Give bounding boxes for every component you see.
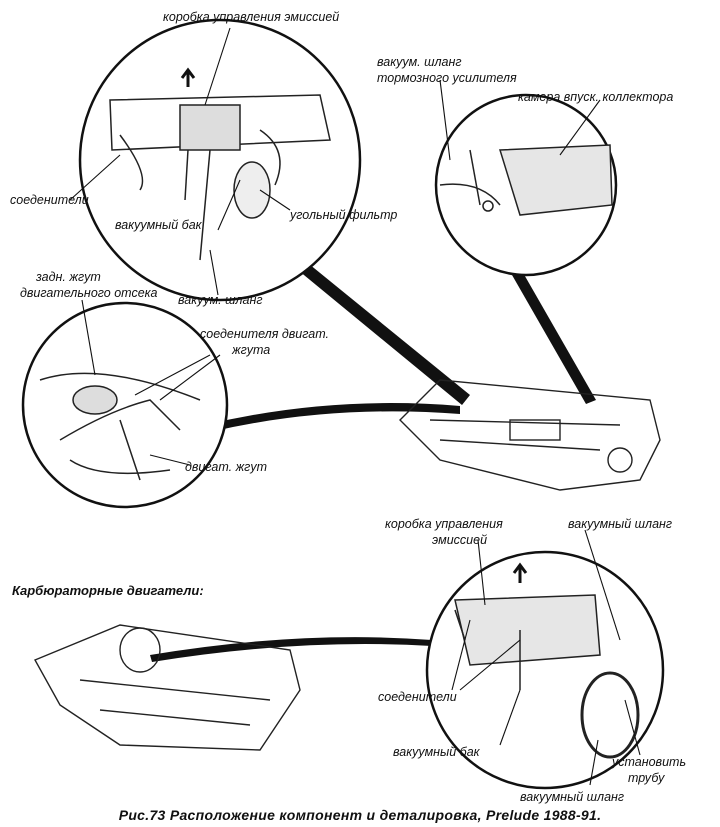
label-install-pipe-line1: установить: [612, 755, 687, 769]
label-vacuum-tank-top: вакуумный бак: [115, 218, 202, 232]
label-emission-control-box-carb-line2: эмиссией: [432, 533, 488, 547]
label-brake-vacuum-hose-line1: вакуум. шланг: [377, 55, 462, 69]
engine-sketch-fi: [399, 379, 661, 491]
label-engine-harness: двигат. жгут: [185, 460, 268, 474]
detail-circle-carb: [425, 550, 665, 790]
leader-lines: [69, 27, 641, 786]
label-rear-harness-line2: двигательного отсека: [20, 286, 158, 300]
label-vacuum-hose-bottom: вакуумный шланг: [520, 790, 625, 804]
engine-sketch-carb: [34, 624, 301, 751]
label-connectors-bottom: соеденители: [378, 690, 457, 704]
label-engine-harness-connectors-line1: соеденителя двигат.: [200, 327, 329, 341]
detail-circle-emission: [78, 18, 362, 302]
label-rear-harness-line1: задн. жгут: [36, 270, 101, 284]
figure-caption: Рис.73 Расположение компонент и деталиро…: [118, 807, 602, 823]
label-vacuum-tank-bottom: вакуумный бак: [393, 745, 480, 759]
label-vacuum-hose-top: вакуум. шланг: [178, 293, 263, 307]
label-intake-manifold-chamber: камера впуск. коллектора: [518, 90, 674, 104]
label-install-pipe-line2: трубу: [628, 771, 665, 785]
label-brake-vacuum-hose-line2: тормозного усилителя: [377, 71, 517, 85]
section-carburetor-engines: Карбюраторные двигатели:: [12, 583, 204, 598]
detail-circle-harness: [21, 301, 229, 509]
detail-circle-intake: [434, 93, 618, 277]
label-vacuum-hose-right: вакуумный шланг: [568, 517, 673, 531]
label-engine-harness-connectors-line2: жгута: [232, 343, 271, 357]
label-charcoal-filter: угольный фильтр: [290, 208, 398, 222]
label-connectors-top: соеденители: [10, 193, 89, 207]
label-emission-control-box-carb-line1: коробка управления: [385, 517, 503, 531]
label-emission-control-box: коробка управления эмиссией: [163, 10, 340, 24]
connector-beams: [150, 242, 596, 662]
